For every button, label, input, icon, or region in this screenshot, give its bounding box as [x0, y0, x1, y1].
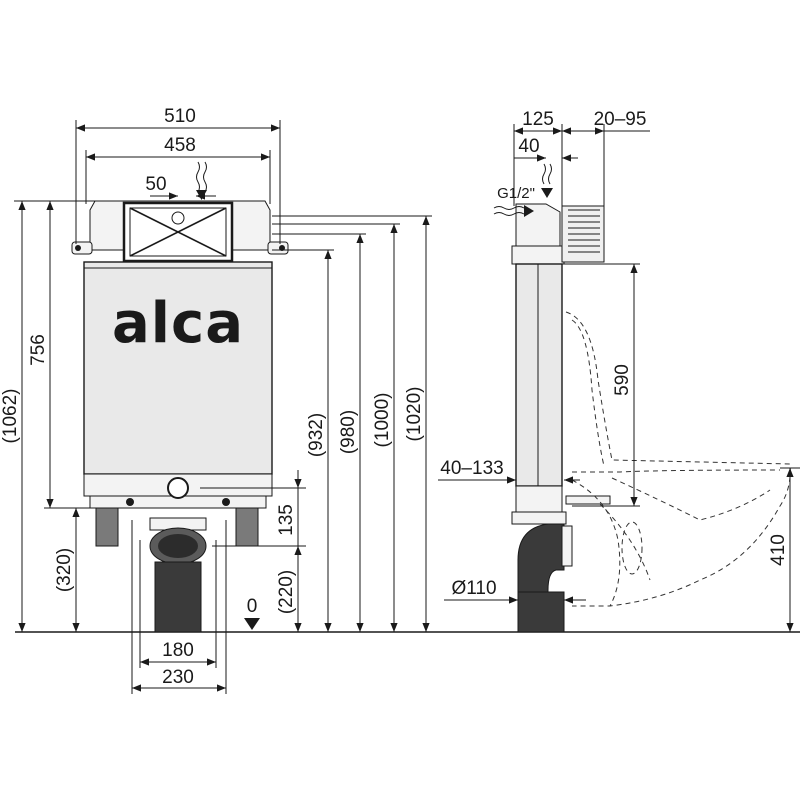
- wc-bowl-outline: [565, 311, 791, 607]
- front-view: alca 510 458 50 (1: [0, 106, 432, 694]
- drain-pipe-front: [154, 561, 202, 633]
- brand-logo: alca: [112, 291, 244, 356]
- cistern-head: [515, 203, 561, 247]
- dim-depth-40: 40: [518, 136, 539, 157]
- foot-left: [95, 507, 119, 547]
- dim-depth-125: 125: [522, 109, 554, 130]
- dim-width-frame: 458: [164, 135, 196, 156]
- dim-height-410: 410: [768, 534, 789, 566]
- dim-drain-diameter: Ø110: [451, 578, 496, 599]
- wall-anchor-right: [267, 241, 289, 255]
- foot-right: [235, 507, 259, 547]
- dim-depth-wall: 20–95: [594, 109, 647, 130]
- dim-adjust-range: 40–133: [440, 458, 503, 479]
- dim-height-135: 135: [276, 504, 297, 536]
- dim-height-total: (1062): [0, 389, 21, 444]
- side-view: 125 20–95 40 G1/2" 590 40–133 Ø110: [438, 109, 800, 633]
- dim-height-932: (932): [306, 413, 327, 457]
- dim-zero-level: 0: [247, 596, 258, 617]
- dim-height-1000: (1000): [372, 393, 393, 448]
- dim-spacing-230: 230: [162, 667, 194, 688]
- dim-height-1020: (1020): [404, 387, 425, 442]
- dim-height-220: (220): [276, 570, 297, 614]
- dim-offset-50: 50: [145, 174, 166, 195]
- dim-width-total: 510: [164, 106, 196, 127]
- dim-height-980: (980): [338, 410, 359, 454]
- wall-anchor-left: [71, 241, 93, 255]
- dim-spacing-180: 180: [162, 640, 194, 661]
- water-inlet-label: G1/2": [497, 185, 535, 202]
- frame-body: [83, 261, 273, 475]
- dim-height-590: 590: [612, 364, 633, 396]
- cistern-body-side: [515, 263, 563, 487]
- dim-height-320: (320): [54, 548, 75, 592]
- dim-height-body: 756: [28, 334, 49, 366]
